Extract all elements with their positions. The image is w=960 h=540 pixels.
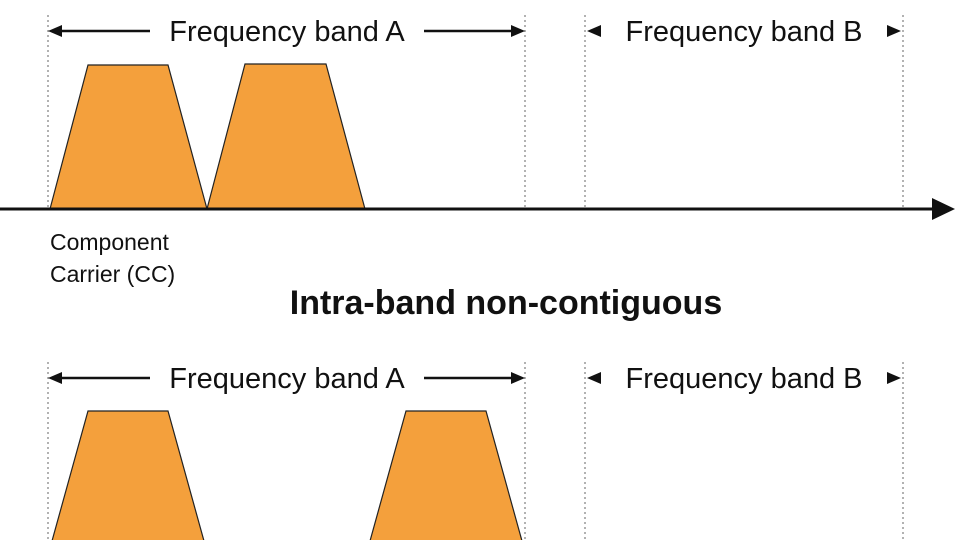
band-a-arrow-left-head [48, 372, 62, 384]
bottom-diagram: Frequency band A Frequency band B [47, 362, 904, 540]
top-diagram: Frequency band A Frequency band B Compon… [0, 15, 955, 287]
band-b-arrow-left-head [587, 25, 601, 37]
band-b-arrow-right-head [887, 25, 901, 37]
band-a-arrow-left-head [48, 25, 62, 37]
band-b-label: Frequency band B [626, 363, 863, 395]
component-carrier-label-line1: Component [50, 229, 170, 255]
component-carrier-2 [206, 63, 366, 210]
band-b-arrow-right-head [887, 372, 901, 384]
band-b-arrow-left-head [587, 372, 601, 384]
component-carrier-1 [49, 64, 208, 210]
component-carrier-1 [51, 410, 205, 540]
band-b-label: Frequency band B [626, 16, 863, 48]
component-carrier-2 [369, 410, 523, 540]
band-a-arrow-right-head [511, 372, 525, 384]
component-carrier-label-line2: Carrier (CC) [50, 261, 175, 287]
band-a-label: Frequency band A [169, 16, 405, 48]
band-a-arrow-right-head [511, 25, 525, 37]
band-a-label: Frequency band A [169, 363, 405, 395]
section-heading: Intra-band non-contiguous [290, 284, 723, 322]
frequency-axis-arrowhead [932, 198, 955, 220]
